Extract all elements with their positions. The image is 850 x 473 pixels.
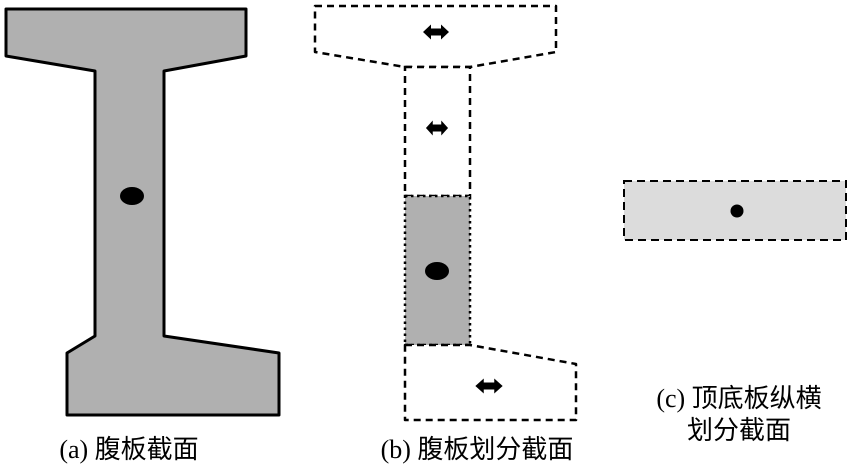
panel-b-top-flange-segment xyxy=(313,4,558,69)
caption-panel-a: (a) 腹板截面 xyxy=(59,435,199,464)
panel-c-centroid-dot-icon xyxy=(730,204,744,218)
panel-a-girder-section xyxy=(4,7,281,417)
caption-panel-c-line2: 划分截面 xyxy=(686,416,791,445)
caption-panel-c: (c) 顶底板纵横 划分截面 xyxy=(628,383,850,447)
panel-a-centroid-dot-icon xyxy=(120,187,144,205)
caption-panel-b: (b) 腹板划分截面 xyxy=(380,435,574,464)
caption-panel-c-line1: (c) 顶底板纵横 xyxy=(656,384,822,413)
panel-b-centroid-dot-icon xyxy=(425,262,449,280)
